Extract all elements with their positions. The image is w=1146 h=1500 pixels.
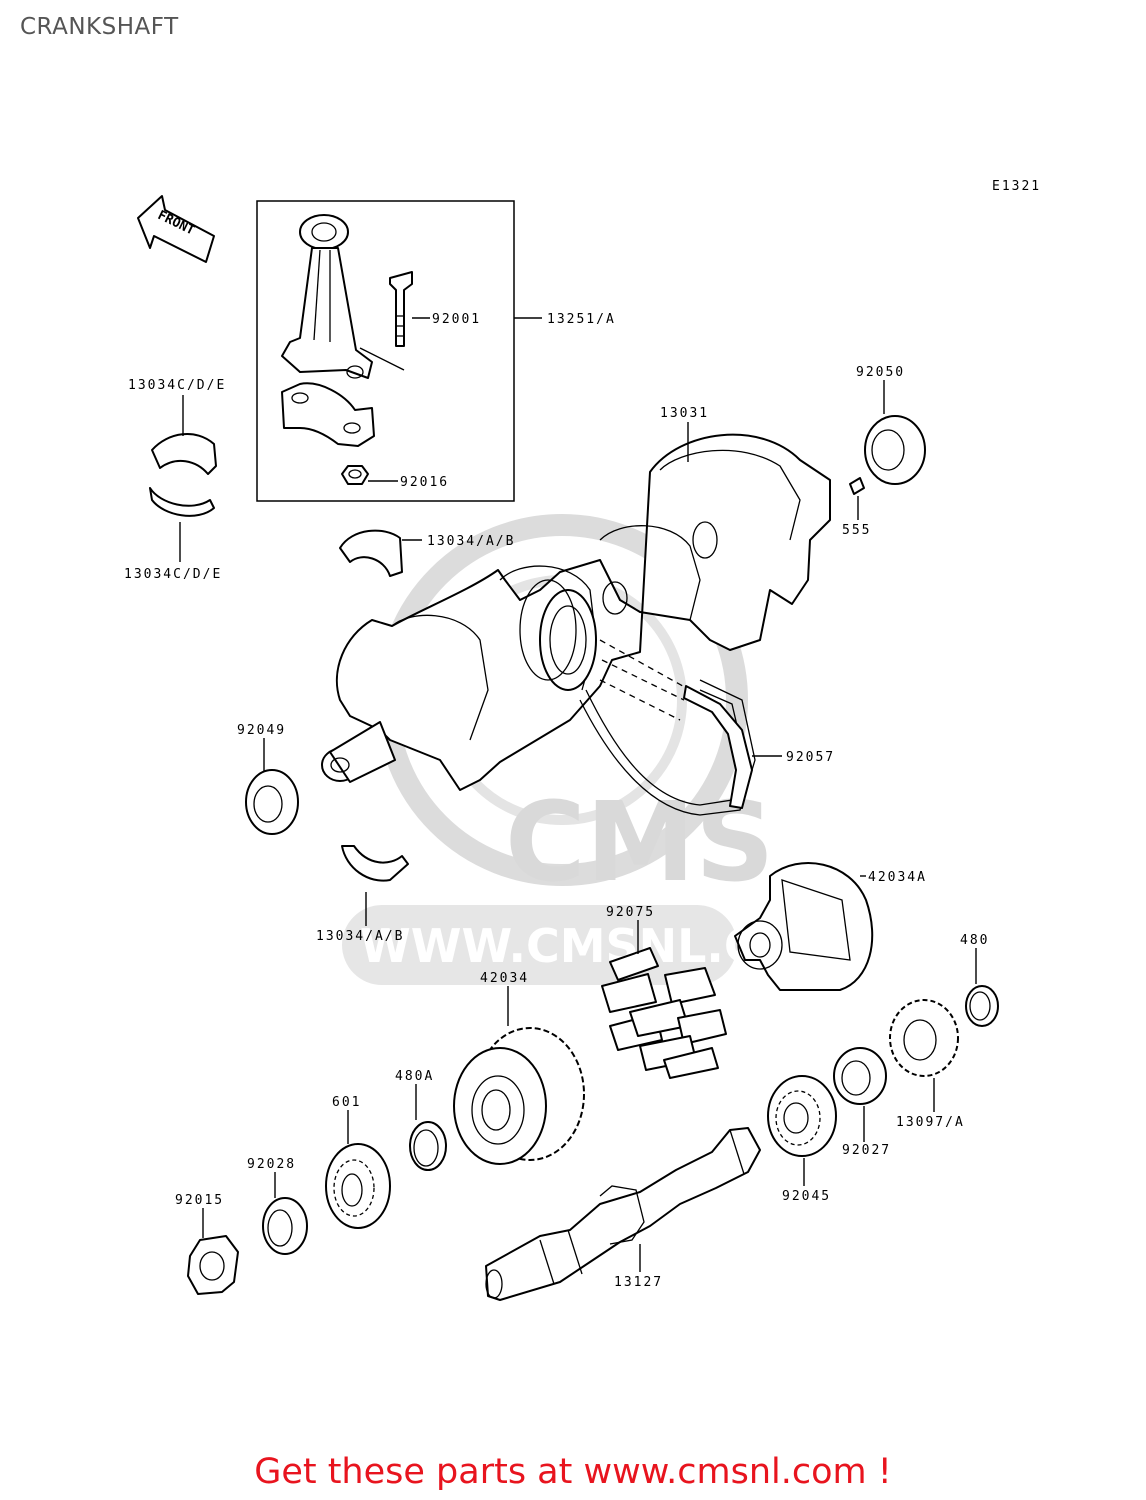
label-13127: 13127 <box>614 1275 663 1290</box>
crank-sprocket-part <box>519 579 597 691</box>
starter-clutch-housing-part <box>734 862 874 991</box>
label-92049: 92049 <box>237 723 286 738</box>
label-92027: 92027 <box>842 1143 891 1158</box>
bearing-shell-crank-bottom-part <box>341 845 409 882</box>
bearing-92045-part <box>767 1075 837 1157</box>
diagram-code: E1321 <box>992 179 1041 194</box>
label-92001: 92001 <box>432 312 481 327</box>
circlip-480a-part <box>409 1121 447 1171</box>
nut-92015-part <box>187 1235 239 1295</box>
label-92050: 92050 <box>856 365 905 380</box>
page-title: CRANKSHAFT <box>20 14 179 40</box>
label-555: 555 <box>842 523 871 538</box>
label-480: 480 <box>960 933 989 948</box>
bearing-shell-crank-top-part <box>339 529 403 577</box>
conrod-nut-part <box>341 465 369 485</box>
leader-lines <box>179 317 977 1272</box>
oil-seal-right-part <box>864 415 926 485</box>
label-92075: 92075 <box>606 905 655 920</box>
oil-seal-left-part <box>245 769 299 835</box>
rollers-part <box>601 947 727 1079</box>
label-92028: 92028 <box>247 1157 296 1172</box>
label-92016: 92016 <box>400 475 449 490</box>
starter-gear-part <box>453 1027 585 1165</box>
label-13034cde-bottom: 13034C/D/E <box>124 567 222 582</box>
collar-92027-part <box>833 1047 887 1105</box>
label-92045: 92045 <box>782 1189 831 1204</box>
label-13034ab-top: 13034/A/B <box>427 534 515 549</box>
cam-chain-part <box>579 639 756 816</box>
label-13251a: 13251/A <box>547 312 616 327</box>
bearing-601-part <box>325 1143 391 1229</box>
connecting-rod-part <box>281 214 375 447</box>
part-labels: 92001 13251/A 92016 13034C/D/E 13034C/D/… <box>124 312 989 1290</box>
label-13031: 13031 <box>660 406 709 421</box>
watermark-logo: CMS <box>505 778 774 906</box>
bearing-shell-upper-part <box>149 432 217 517</box>
gear-13097-part <box>889 999 959 1077</box>
collar-92028-part <box>262 1197 308 1255</box>
label-92057: 92057 <box>786 750 835 765</box>
promo-link[interactable]: Get these parts at www.cmsnl.com ! <box>254 1452 892 1492</box>
label-13097a: 13097/A <box>896 1115 965 1130</box>
conrod-assembly-box <box>256 200 515 502</box>
label-480a: 480A <box>395 1069 434 1084</box>
label-92015: 92015 <box>175 1193 224 1208</box>
output-shaft-part <box>485 1127 761 1301</box>
label-13034cde-top: 13034C/D/E <box>128 378 226 393</box>
label-42034: 42034 <box>480 971 529 986</box>
label-601: 601 <box>332 1095 361 1110</box>
circlip-right-part <box>965 985 999 1027</box>
label-13034ab-bottom: 13034/A/B <box>316 929 404 944</box>
front-arrow-icon: FRONT <box>137 195 215 263</box>
label-42034a: 42034A <box>868 870 927 885</box>
conrod-bolt-part <box>389 271 413 347</box>
dowel-pin-part <box>849 477 865 495</box>
